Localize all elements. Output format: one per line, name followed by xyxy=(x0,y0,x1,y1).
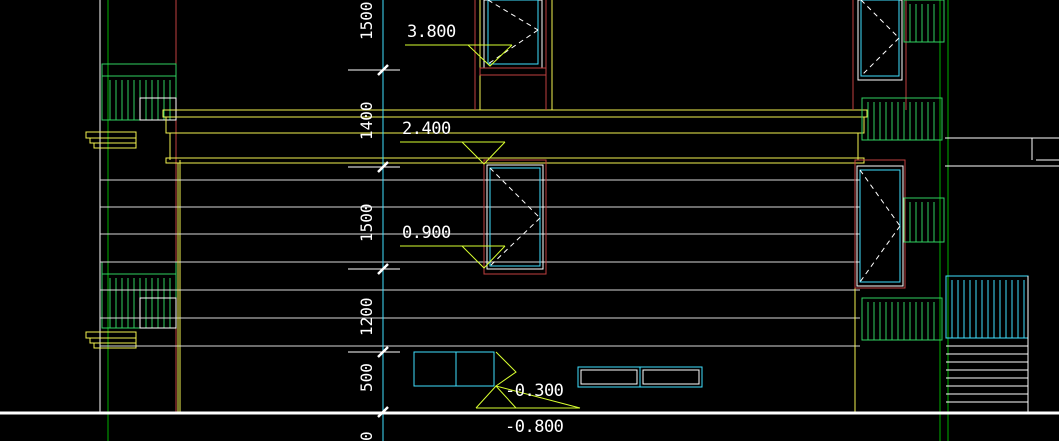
left-lower-railing xyxy=(101,261,177,329)
cornice-band xyxy=(162,109,868,412)
axis-lines xyxy=(107,0,949,441)
upper-center-window xyxy=(474,0,553,110)
level-0900-label: 0.900 xyxy=(402,223,451,243)
dimension-1200: 1200 xyxy=(357,297,376,336)
level-markers xyxy=(400,44,581,409)
level-neg0800-label: -0.800 xyxy=(505,417,564,437)
dimension-0: 0 xyxy=(357,431,376,441)
dimension-500: 500 xyxy=(357,363,376,392)
basement-vents xyxy=(413,351,703,388)
level-3800-label: 3.800 xyxy=(407,22,456,42)
left-pilaster xyxy=(99,0,181,412)
right-annex xyxy=(945,137,1059,412)
dimension-1500-upper: 1500 xyxy=(357,1,376,40)
level-neg0300-label: -0.300 xyxy=(505,381,564,401)
left-ledges xyxy=(85,131,137,349)
dimension-1500-lower: 1500 xyxy=(357,203,376,242)
wall-courses xyxy=(100,179,860,347)
right-railings xyxy=(861,0,945,341)
level-2400-label: 2.400 xyxy=(402,119,451,139)
right-middle-window xyxy=(854,159,906,289)
dimension-1400: 1400 xyxy=(357,101,376,140)
right-upper-window xyxy=(852,0,907,110)
middle-center-window xyxy=(483,159,547,275)
left-upper-railing xyxy=(101,63,177,121)
